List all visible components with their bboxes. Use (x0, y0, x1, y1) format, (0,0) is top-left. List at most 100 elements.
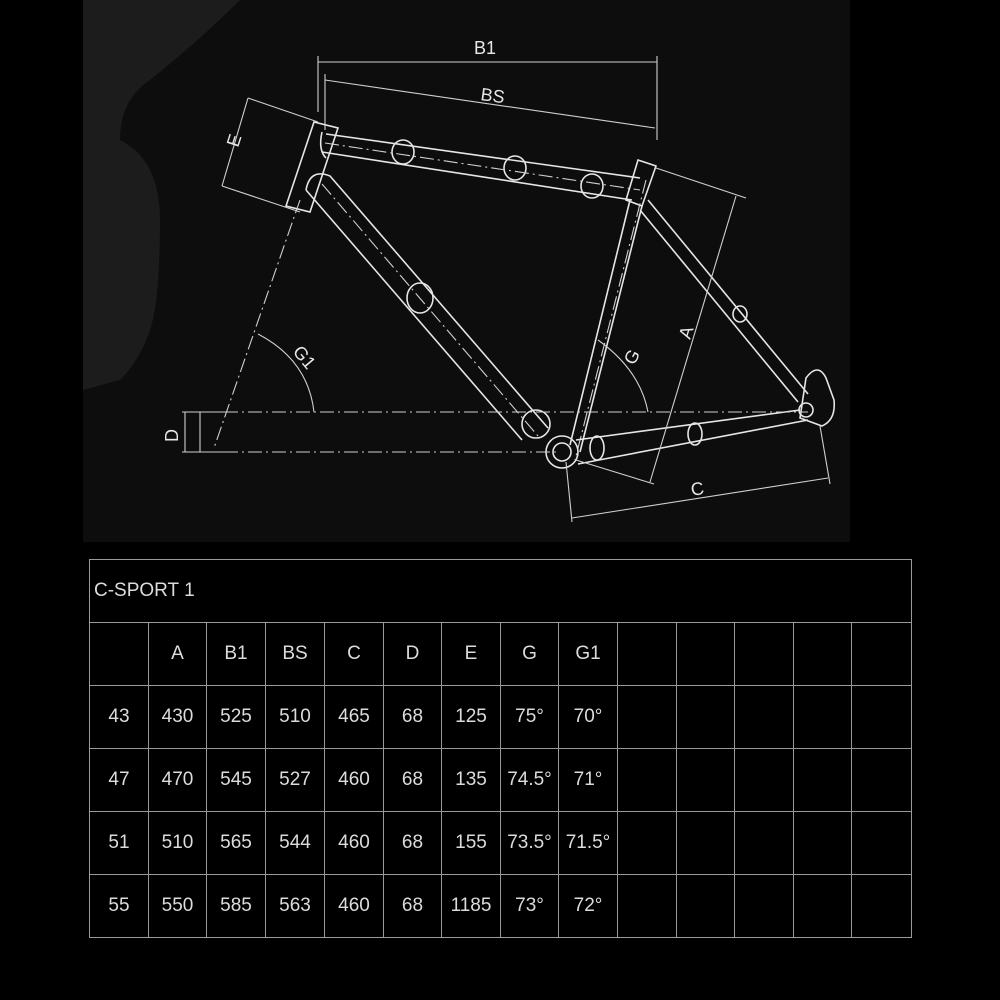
header-cell: G (500, 622, 559, 686)
empty-cell (850, 685, 913, 749)
label-g: G (620, 346, 644, 368)
table-cell: 51 (89, 811, 149, 875)
table-cell: 125 (441, 685, 501, 749)
table-cell: 71° (558, 748, 618, 812)
header-cell: E (441, 622, 501, 686)
table-cell: 74.5° (500, 748, 559, 812)
label-a: A (675, 324, 698, 342)
table-cell: 585 (206, 874, 266, 938)
empty-cell (676, 811, 735, 875)
table-cell: 460 (324, 874, 384, 938)
table-row: 51 510 565 544 460 68 155 73.5° 71.5° (89, 811, 913, 875)
background-silhouette (83, 0, 240, 390)
header-cell: C (324, 622, 384, 686)
empty-cell (676, 874, 735, 938)
label-e: E (223, 132, 246, 150)
empty-cell (734, 748, 794, 812)
empty-cell (676, 622, 735, 686)
table-cell: 525 (206, 685, 266, 749)
empty-cell (793, 874, 852, 938)
table-row: 55 550 585 563 460 68 1185 73° 72° (89, 874, 913, 938)
label-g1: G1 (289, 342, 320, 373)
table-cell: 73° (500, 874, 559, 938)
header-cell: A (148, 622, 207, 686)
table-cell: 544 (265, 811, 325, 875)
table-cell: 72° (558, 874, 618, 938)
table-cell: 527 (265, 748, 325, 812)
seatstay (639, 199, 809, 403)
empty-cell (793, 622, 852, 686)
table-cell: 563 (265, 874, 325, 938)
table-cell: 460 (324, 748, 384, 812)
table-cell: 470 (148, 748, 207, 812)
seat-tube (569, 158, 658, 461)
header-cell (89, 622, 149, 686)
rear-dropout (798, 369, 836, 427)
empty-cell (617, 811, 677, 875)
label-c: C (689, 478, 705, 500)
table-cell: 71.5° (558, 811, 618, 875)
table-row: 43 430 525 510 465 68 125 75° 70° (89, 685, 913, 749)
empty-cell (850, 874, 913, 938)
header-cell: BS (265, 622, 325, 686)
empty-cell (734, 811, 794, 875)
table-cell: 460 (324, 811, 384, 875)
table-cell: 43 (89, 685, 149, 749)
top-tube (321, 133, 641, 201)
empty-cell (734, 622, 794, 686)
empty-cell (850, 811, 913, 875)
label-bs: BS (479, 84, 506, 107)
empty-cell (676, 685, 735, 749)
table-title: C-SPORT 1 (88, 559, 913, 623)
table-cell: 68 (383, 874, 442, 938)
table-row: 47 470 545 527 460 68 135 74.5° 71° (89, 748, 913, 812)
table-cell: 68 (383, 685, 442, 749)
dimension-c (565, 425, 831, 523)
table-cell: 550 (148, 874, 207, 938)
down-tube (305, 173, 549, 441)
geometry-table: C-SPORT 1 A B1 BS C D E G G1 43 430 525 … (88, 559, 913, 938)
empty-cell (793, 811, 852, 875)
table-cell: 430 (148, 685, 207, 749)
angle-g-arc (597, 339, 649, 413)
header-cell: B1 (206, 622, 266, 686)
table-cell: 155 (441, 811, 501, 875)
empty-cell (793, 748, 852, 812)
empty-cell (734, 874, 794, 938)
table-cell: 68 (383, 811, 442, 875)
empty-cell (676, 748, 735, 812)
empty-cell (793, 685, 852, 749)
table-cell: 47 (89, 748, 149, 812)
table-header-row: A B1 BS C D E G G1 (89, 622, 913, 686)
table-cell: 465 (324, 685, 384, 749)
empty-cell (850, 622, 913, 686)
table-cell: 545 (206, 748, 266, 812)
bottom-bracket (521, 409, 579, 469)
dimension-a (575, 167, 747, 485)
table-cell: 135 (441, 748, 501, 812)
table-cell: 510 (148, 811, 207, 875)
empty-cell (617, 748, 677, 812)
label-d: D (162, 429, 182, 442)
header-cell: G1 (558, 622, 618, 686)
header-cell: D (383, 622, 442, 686)
label-b1: B1 (474, 38, 496, 58)
dimension-bs (324, 74, 656, 130)
dimension-b1 (317, 56, 658, 140)
table-cell: 55 (89, 874, 149, 938)
table-cell: 75° (500, 685, 559, 749)
reference-lines (182, 199, 808, 453)
table-cell: 68 (383, 748, 442, 812)
head-tube (284, 121, 340, 213)
empty-cell (617, 685, 677, 749)
table-cell: 73.5° (500, 811, 559, 875)
table-cell: 565 (206, 811, 266, 875)
dimension-e (221, 97, 319, 213)
table-title-row: C-SPORT 1 (88, 559, 913, 623)
frame-geometry-diagram: B1 BS E A G G1 D C (83, 0, 850, 542)
empty-cell (617, 622, 677, 686)
empty-cell (734, 685, 794, 749)
chainstay (575, 409, 809, 465)
table-cell: 1185 (441, 874, 501, 938)
table-cell: 70° (558, 685, 618, 749)
